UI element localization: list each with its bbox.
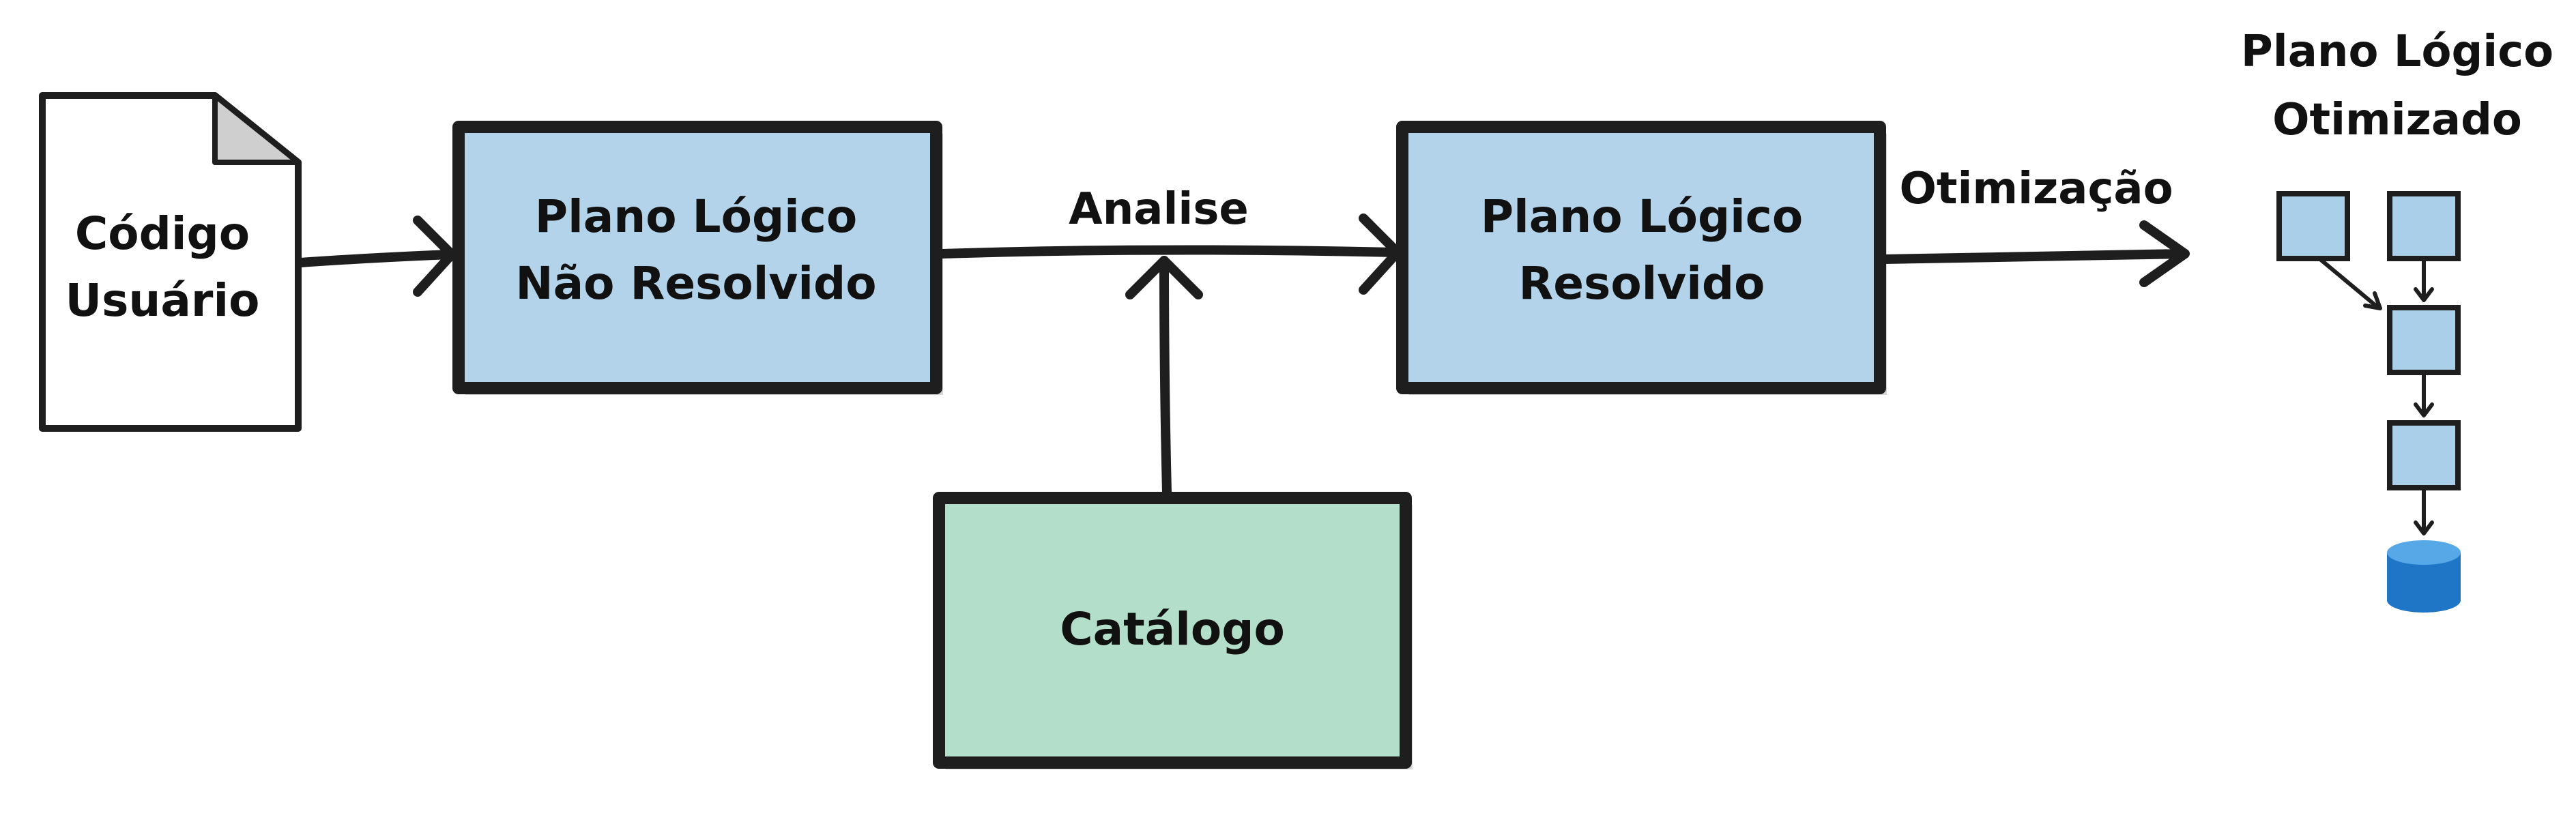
user-code-label-line2: Usuário [66, 274, 260, 327]
arrow-catalog-to-analysis [1125, 256, 1203, 497]
analysis-edge-label: Analise [1069, 184, 1249, 235]
arrow-resolved-to-optimized [1880, 220, 2190, 287]
optimization-edge-label: Otimização [1899, 164, 2173, 214]
plan-tree-node [2387, 305, 2461, 375]
optimized-plan-title-line2: Otimizado [2272, 95, 2522, 145]
database-icon [2387, 540, 2461, 613]
resolved-logical-plan-box: Plano Lógico Resolvido [1396, 121, 1887, 395]
unresolved-plan-label: Plano Lógico [535, 190, 858, 243]
arrow-code-to-unresolved [295, 216, 457, 297]
unresolved-logical-plan-box: Plano Lógico Não Resolvido [452, 121, 943, 395]
user-code-document: Código Usuário [39, 92, 302, 432]
unresolved-plan-label-line2: Não Resolvido [515, 257, 876, 310]
resolved-plan-label: Plano Lógico [1481, 190, 1804, 243]
plan-tree-node [2387, 420, 2461, 490]
plan-tree-icon [2276, 191, 2461, 613]
user-code-label: Código [75, 207, 250, 260]
arrow-unresolved-to-resolved [937, 214, 1402, 295]
plan-tree-node [2276, 191, 2350, 261]
catalog-box: Catálogo [933, 492, 1413, 769]
plan-tree-node [2387, 191, 2461, 261]
document-icon [39, 92, 302, 432]
catalog-label: Catálogo [1060, 603, 1285, 656]
optimized-plan-title: Plano Lógico [2241, 27, 2553, 77]
resolved-plan-label-line2: Resolvido [1518, 257, 1765, 310]
